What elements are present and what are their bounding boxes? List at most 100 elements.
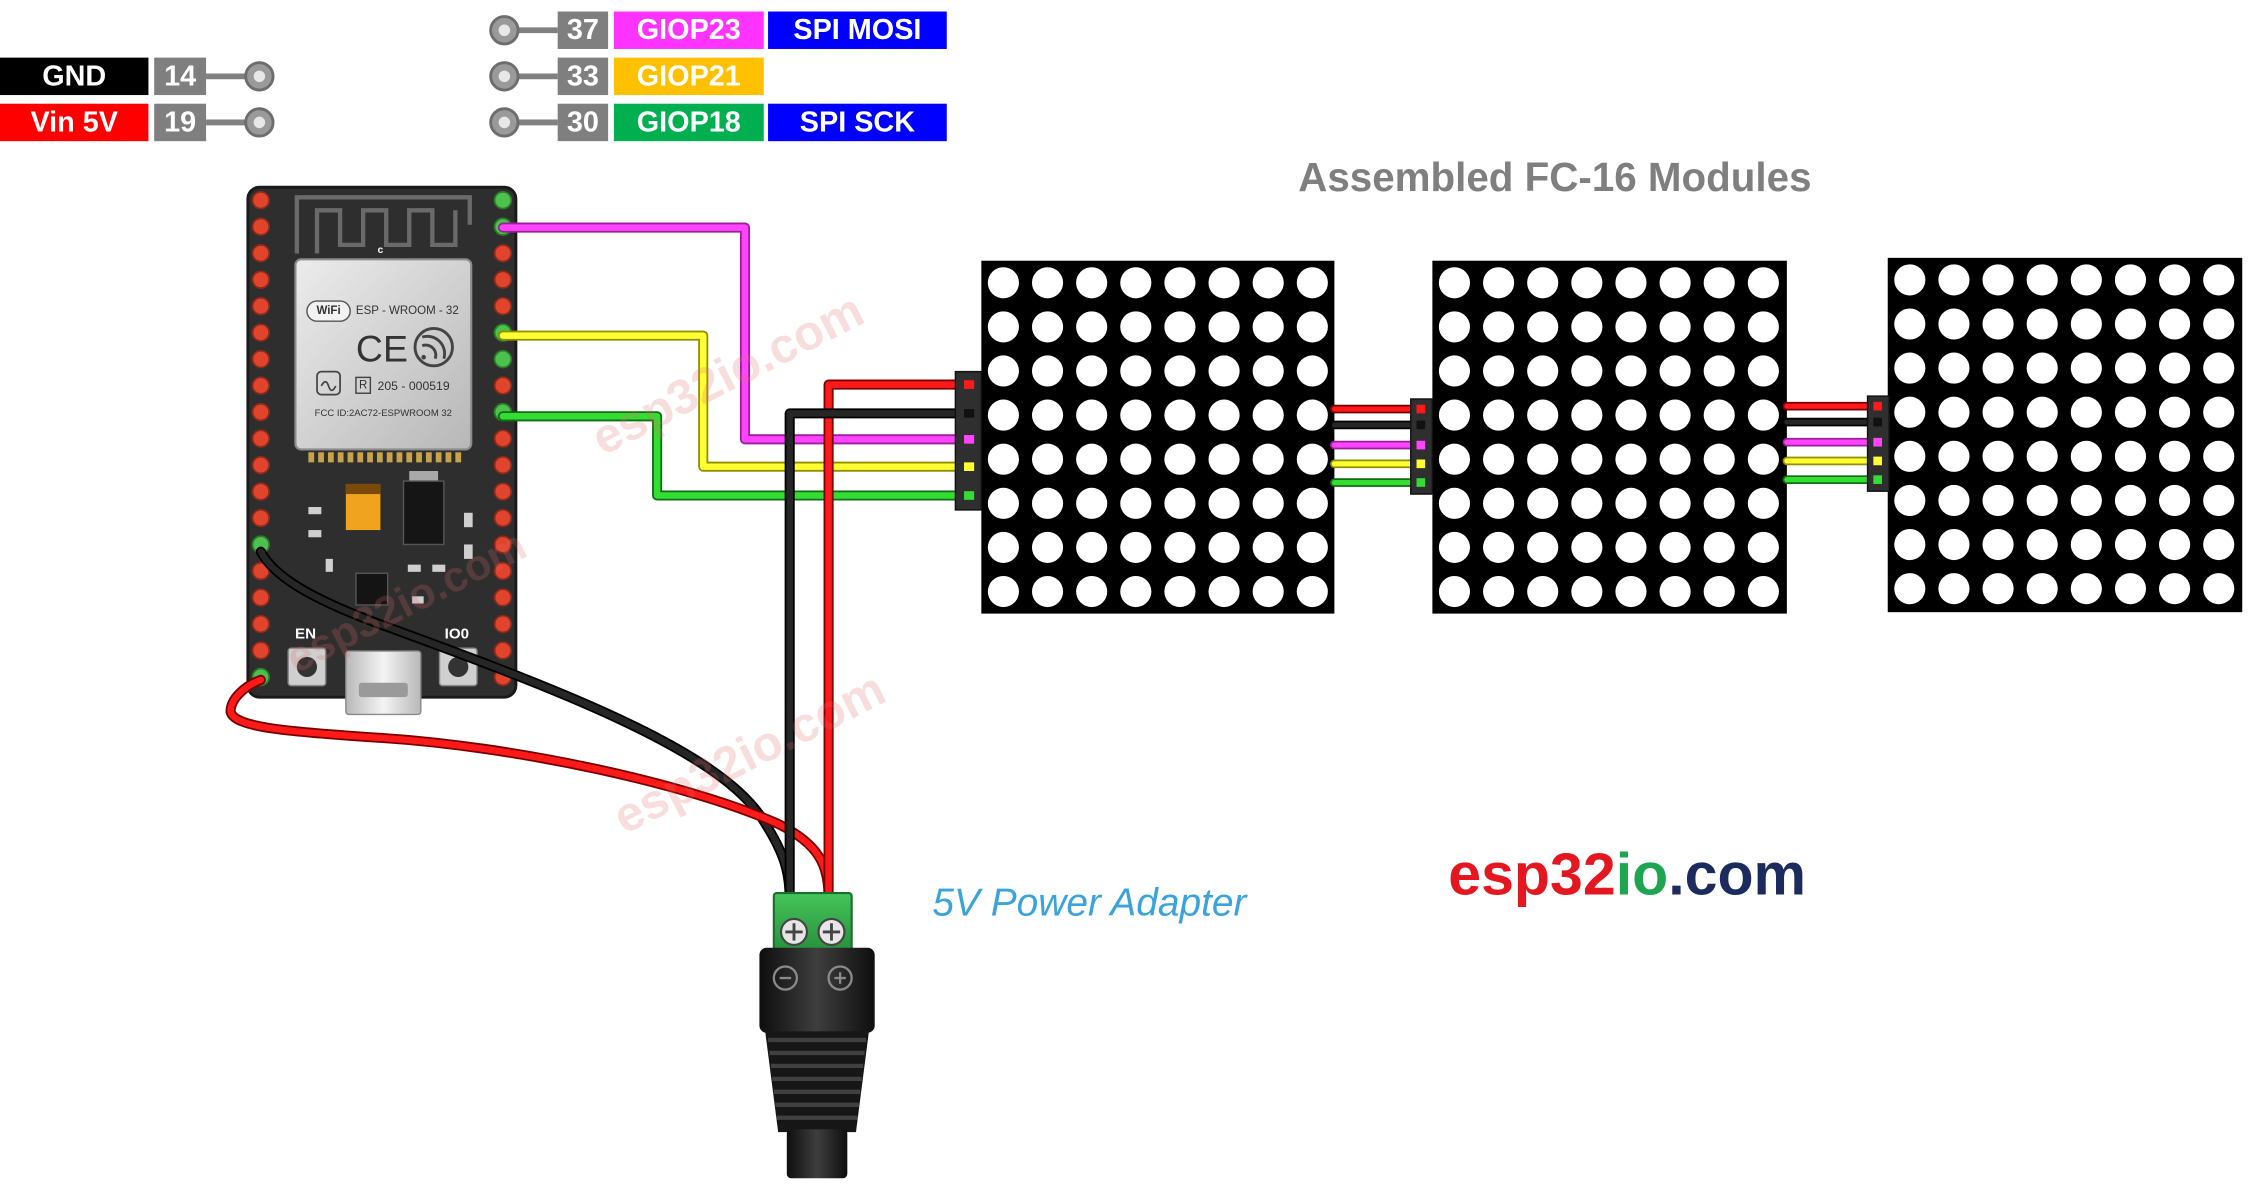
interconnect-wires-1-2 — [1330, 404, 1418, 487]
led-dot — [2026, 308, 2058, 340]
led-dot — [1703, 443, 1735, 475]
module-pad — [318, 452, 324, 463]
module-pad — [376, 452, 383, 463]
module-pad — [347, 452, 354, 463]
led-dot — [1252, 355, 1284, 387]
led-dot — [2114, 308, 2147, 340]
led-dot — [1120, 267, 1152, 299]
led-dot — [1296, 311, 1328, 343]
led-dot — [1747, 443, 1779, 475]
led-dot — [1483, 267, 1515, 299]
logo-part-io: io — [1616, 841, 1668, 907]
wire-esp32-gnd-black — [255, 546, 795, 904]
micro-usb-port — [345, 650, 422, 716]
led-dot — [1483, 575, 1515, 608]
module-pad — [445, 452, 452, 463]
smd-part — [407, 564, 421, 572]
sck-pin-number: 30 — [567, 106, 599, 138]
led-dot — [1982, 484, 2014, 517]
led-dot — [2114, 396, 2147, 428]
led-dot — [1615, 575, 1647, 608]
sck-pin-label: 30 GIOP18 SPI SCK — [489, 103, 947, 142]
led-dot — [1571, 399, 1603, 431]
mosi-pin-number: 37 — [567, 14, 599, 46]
led-dot — [1120, 487, 1152, 519]
vin-pin-number: 19 — [164, 106, 196, 138]
espressif-logo-icon — [413, 326, 454, 368]
led-dot — [1982, 528, 2014, 561]
esp32-board: c WiFi ESP - WROOM - 32 CE R 205 - 00051… — [246, 185, 518, 716]
smd-part — [308, 507, 322, 515]
led-dot — [2070, 352, 2102, 384]
voltage-regulator — [402, 480, 445, 546]
led-dot — [1031, 531, 1064, 563]
led-dot — [2026, 396, 2058, 428]
led-dot — [1208, 355, 1240, 387]
smd-part — [464, 544, 473, 559]
led-dot — [1252, 575, 1284, 608]
wifi-logo-text: WiFi — [316, 305, 340, 317]
led-dot — [2070, 573, 2102, 605]
led-dot — [1076, 399, 1108, 431]
led-dot — [987, 355, 1019, 387]
led-dot — [2159, 308, 2191, 340]
led-dot — [1659, 267, 1691, 299]
led-dot — [1483, 399, 1515, 431]
led-dot — [1938, 573, 1970, 605]
module-pad — [327, 452, 334, 463]
led-dot — [1208, 531, 1240, 563]
wire-esp32-vin-red — [225, 674, 834, 904]
led-dot — [1031, 575, 1064, 608]
led-dot — [1938, 396, 1970, 428]
led-dot — [2203, 484, 2235, 517]
wire-sck-core — [499, 413, 963, 499]
led-dot — [2203, 264, 2235, 296]
esp32-pin-right-17 — [493, 614, 513, 634]
led-dot — [2070, 264, 2102, 296]
led-dot — [2114, 528, 2147, 561]
led-dot — [1894, 264, 1926, 296]
led-matrix-body — [1887, 257, 2243, 613]
led-dot — [2026, 264, 2058, 296]
gnd-label-pin-dot-center — [253, 70, 266, 83]
vin-label-box — [0, 103, 149, 142]
cs-pin-number: 33 — [567, 60, 599, 92]
led-dot — [1747, 531, 1779, 563]
led-dot — [1659, 355, 1691, 387]
led-dot — [1659, 311, 1691, 343]
module-1-input-header — [954, 370, 983, 511]
led-dot — [1894, 528, 1926, 561]
esp32-pin-right-10 — [493, 429, 513, 448]
cert-r-box — [355, 376, 372, 394]
led-dot — [1120, 311, 1152, 343]
regulator-tab — [409, 471, 439, 482]
module-pad — [308, 452, 315, 463]
vin-pin-number-box — [154, 103, 207, 142]
led-dot — [1438, 267, 1471, 299]
led-dot — [2070, 484, 2102, 517]
led-dot — [1208, 311, 1240, 343]
led-dot — [1438, 355, 1471, 387]
gnd-pin-number-box — [154, 57, 207, 96]
module-pad — [435, 452, 442, 463]
esp32-pin-left-7 — [251, 349, 271, 369]
esp32-pin-left-2 — [251, 217, 271, 236]
led-dot — [987, 531, 1019, 563]
esp32-pin-left-3 — [251, 243, 271, 263]
wire-mosi-core — [499, 224, 963, 443]
esp32-pin-right-16 — [493, 588, 513, 607]
esp32-pin-right-3 — [493, 243, 513, 263]
esp32-pin-left-17 — [251, 614, 271, 634]
gnd-pin-label: GND 14 — [0, 57, 275, 96]
led-dot — [1938, 308, 1970, 340]
led-dot — [2114, 440, 2147, 472]
led-dot — [987, 575, 1019, 608]
led-dot — [1982, 352, 2014, 384]
led-dot — [2203, 528, 2235, 561]
led-dot — [1483, 531, 1515, 563]
led-dot — [1296, 355, 1328, 387]
led-dot — [1208, 487, 1240, 519]
esp32-pin-left-16 — [251, 588, 271, 607]
led-dot — [1938, 352, 1970, 384]
